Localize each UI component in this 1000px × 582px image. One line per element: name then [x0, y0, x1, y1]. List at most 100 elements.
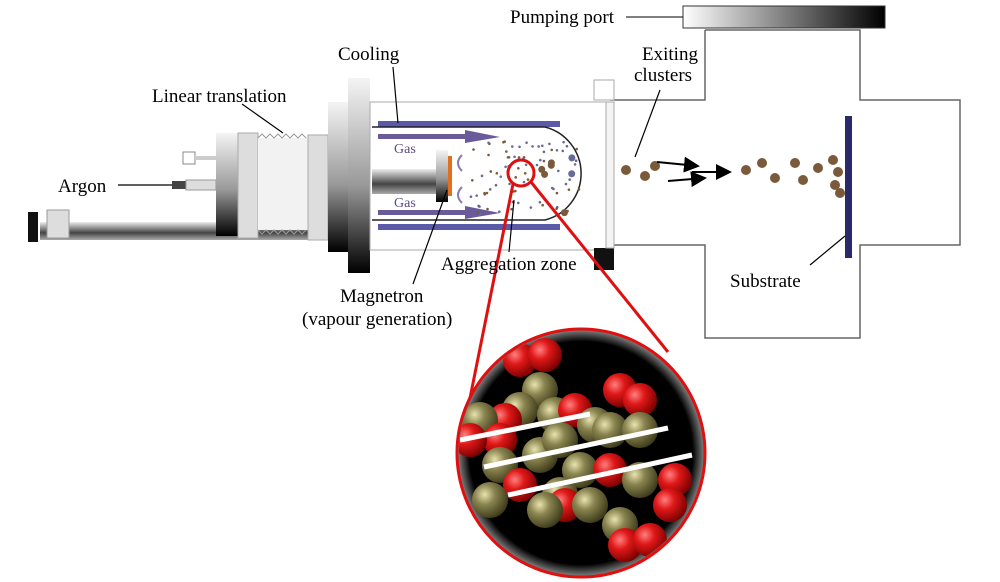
label-magnetron-1: Magnetron [340, 286, 424, 307]
particle [476, 211, 480, 215]
particle [469, 195, 473, 199]
beam-arrow [656, 156, 700, 173]
particle [487, 141, 490, 145]
particle [489, 170, 493, 173]
flange [348, 78, 370, 273]
magnetron-target [448, 156, 452, 196]
particle [480, 174, 484, 178]
particle [529, 206, 533, 209]
label-cooling: Cooling [338, 44, 400, 65]
particle [517, 166, 520, 170]
beam-arrow [667, 171, 707, 188]
particle [475, 194, 478, 197]
oxygen-atom [623, 383, 657, 417]
label-gas-bottom: Gas [394, 196, 416, 211]
metal-atom [622, 412, 658, 448]
label-substrate: Substrate [730, 271, 801, 292]
particle [510, 145, 514, 148]
particle [575, 147, 578, 151]
particle [564, 182, 568, 186]
metal-atom [622, 462, 658, 498]
particle [561, 149, 565, 153]
cooling-jacket-bottom [378, 224, 560, 230]
particle [525, 141, 528, 144]
particle [488, 188, 492, 191]
magnetron [436, 150, 448, 202]
oxygen-atom [593, 453, 627, 487]
particle [483, 191, 486, 195]
particle [526, 178, 530, 181]
particle [568, 170, 576, 178]
particle [566, 209, 569, 213]
label-exiting-clusters-1: Exiting [642, 44, 698, 65]
lattice-plane-line [507, 452, 693, 498]
particle [503, 140, 506, 143]
particle [506, 156, 510, 159]
particle [487, 153, 490, 157]
metal-atom [572, 487, 608, 523]
particle [516, 201, 520, 205]
particle [535, 163, 539, 167]
particle [574, 159, 578, 163]
deposition-chamber [610, 29, 961, 339]
particle [555, 148, 559, 152]
label-linear-translation: Linear translation [152, 86, 287, 107]
oxygen-atom [528, 338, 562, 372]
oxygen-atom [503, 468, 537, 502]
particle [478, 205, 481, 208]
particle [538, 200, 542, 204]
particle [568, 154, 576, 162]
particle [523, 172, 527, 175]
particle [556, 169, 560, 173]
bellows [257, 133, 308, 235]
particle [510, 207, 513, 211]
oxygen-atom [633, 523, 667, 557]
label-pumping-port: Pumping port [510, 7, 615, 28]
particle [524, 163, 528, 167]
particle [471, 178, 474, 182]
cooling-jacket-top [378, 121, 560, 127]
particle [541, 144, 544, 148]
label-magnetron-2: (vapour generation) [302, 309, 452, 330]
oxygen-atom [653, 488, 687, 522]
metal-atom [472, 482, 508, 518]
particle [560, 209, 568, 217]
particle [567, 188, 571, 191]
particle [486, 207, 489, 211]
label-gas-top: Gas [394, 142, 416, 157]
particle [562, 140, 565, 144]
label-exiting-clusters-2: clusters [634, 65, 692, 86]
particle [494, 183, 498, 187]
particle [548, 142, 551, 146]
cluster-zoom-inset [455, 327, 707, 579]
particle [522, 180, 526, 184]
particle [505, 150, 508, 153]
particle [517, 156, 521, 159]
lattice-plane-line [459, 411, 591, 443]
particle [538, 165, 546, 173]
particle [531, 145, 534, 148]
label-argon: Argon [58, 176, 107, 197]
particle [547, 159, 555, 167]
particle [495, 171, 499, 175]
linear-translation-block [216, 133, 240, 236]
particle [542, 150, 546, 154]
lattice-plane-line [483, 425, 669, 470]
particle [542, 159, 546, 163]
particle [499, 175, 503, 178]
particle [498, 210, 501, 214]
substrate [845, 116, 852, 258]
particle [550, 148, 554, 152]
particle [565, 144, 569, 148]
label-aggregation-zone: Aggregation zone [441, 254, 577, 275]
particle [550, 186, 554, 190]
particle [541, 203, 544, 207]
particle [522, 155, 526, 159]
pumping-port [682, 5, 886, 29]
particle [518, 145, 521, 149]
particle [539, 158, 542, 162]
particle [485, 191, 489, 195]
particle [555, 191, 559, 195]
particle [568, 178, 571, 181]
